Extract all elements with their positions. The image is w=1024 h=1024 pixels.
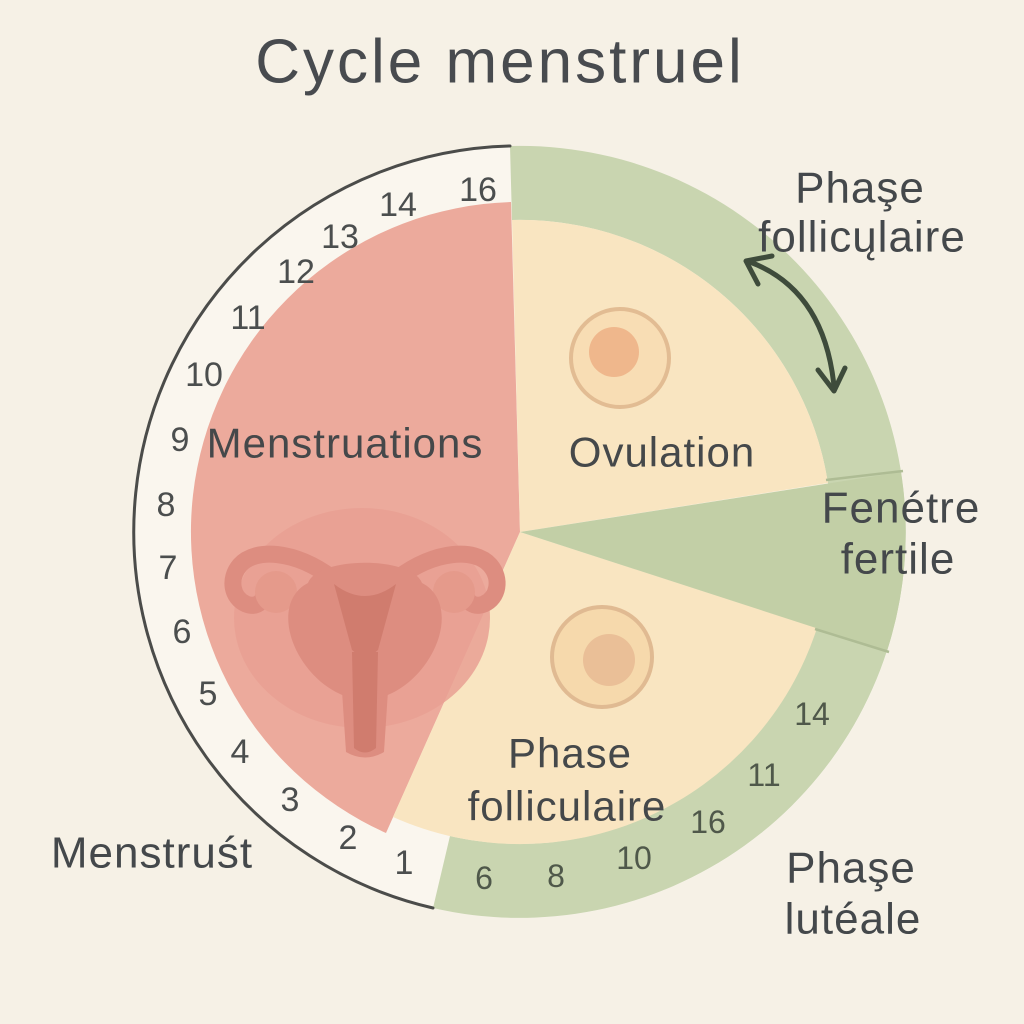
egg-cell-icon bbox=[569, 307, 671, 409]
luteal-phase-label-line2: lutéale bbox=[785, 895, 922, 944]
dial-number: 9 bbox=[171, 421, 190, 459]
egg-core bbox=[583, 634, 635, 686]
band-seam-line bbox=[825, 469, 904, 482]
dial-numbers-green: 6 8 10 16 11 14 bbox=[475, 696, 830, 896]
fertile-green-band bbox=[433, 145, 906, 918]
dial-number: 8 bbox=[547, 858, 565, 894]
page-title: Cycle menstruel bbox=[255, 28, 744, 97]
arrow-head-down bbox=[815, 365, 848, 394]
dial-number: 7 bbox=[159, 549, 178, 587]
dial-number: 1 bbox=[395, 844, 414, 882]
dial-number: 4 bbox=[231, 733, 250, 771]
follicular-phase-label-line1: Phaşe bbox=[795, 164, 925, 213]
dial-number: 14 bbox=[794, 696, 830, 732]
follicular-inner-label-line1: Phase bbox=[508, 730, 632, 777]
fallopian-tube-right bbox=[389, 545, 506, 614]
fertile-window-label-line2: fertile bbox=[841, 535, 956, 584]
dial-number: 5 bbox=[199, 675, 218, 713]
menstrual-label: Menstruśt bbox=[51, 829, 253, 878]
uterus-icon bbox=[224, 508, 506, 758]
arrow-head-up bbox=[743, 253, 775, 287]
fertile-window-label-line1: Fenétre bbox=[822, 484, 981, 533]
menstruations-label: Menstruations bbox=[207, 420, 484, 467]
ovary-right bbox=[433, 571, 475, 613]
dial-number: 14 bbox=[379, 186, 417, 224]
fallopian-tube-left bbox=[224, 545, 341, 614]
uterus-cavity bbox=[334, 584, 396, 656]
dial-number: 10 bbox=[616, 840, 652, 876]
ovary-left bbox=[255, 571, 297, 613]
ovulation-label: Ovulation bbox=[569, 429, 755, 476]
dial-number: 12 bbox=[277, 253, 315, 291]
dial-number: 6 bbox=[475, 860, 493, 896]
egg-cell-icon bbox=[550, 605, 654, 709]
follicular-phase-label-line2: follicųlaire bbox=[758, 213, 966, 262]
dial-number: 10 bbox=[185, 356, 223, 394]
dial-number: 16 bbox=[690, 804, 726, 840]
fertile-window-wedge bbox=[520, 472, 906, 651]
dial-number: 6 bbox=[173, 613, 192, 651]
dial-number: 11 bbox=[230, 299, 265, 337]
arrow-shaft bbox=[747, 259, 837, 389]
dial-number: 13 bbox=[321, 218, 359, 256]
dial-numbers-white: 1 2 3 4 5 6 7 8 9 10 11 12 13 14 16 bbox=[157, 171, 497, 882]
dial-number: 3 bbox=[281, 781, 300, 819]
luteal-phase-label-line1: Phaşe bbox=[786, 844, 916, 893]
uterus-canal bbox=[352, 652, 378, 753]
dial-number: 8 bbox=[157, 486, 176, 524]
dial-number: 11 bbox=[747, 757, 780, 793]
follicular-inner-label-line2: folliculaire bbox=[468, 783, 667, 830]
dial-outline-arc bbox=[132, 144, 512, 910]
dial-number: 16 bbox=[459, 171, 497, 209]
dial-number: 2 bbox=[339, 819, 358, 857]
egg-core bbox=[589, 327, 639, 377]
ovulation-segment bbox=[512, 219, 828, 533]
curved-double-arrow-icon bbox=[743, 253, 848, 394]
band-seam-line bbox=[814, 627, 890, 654]
